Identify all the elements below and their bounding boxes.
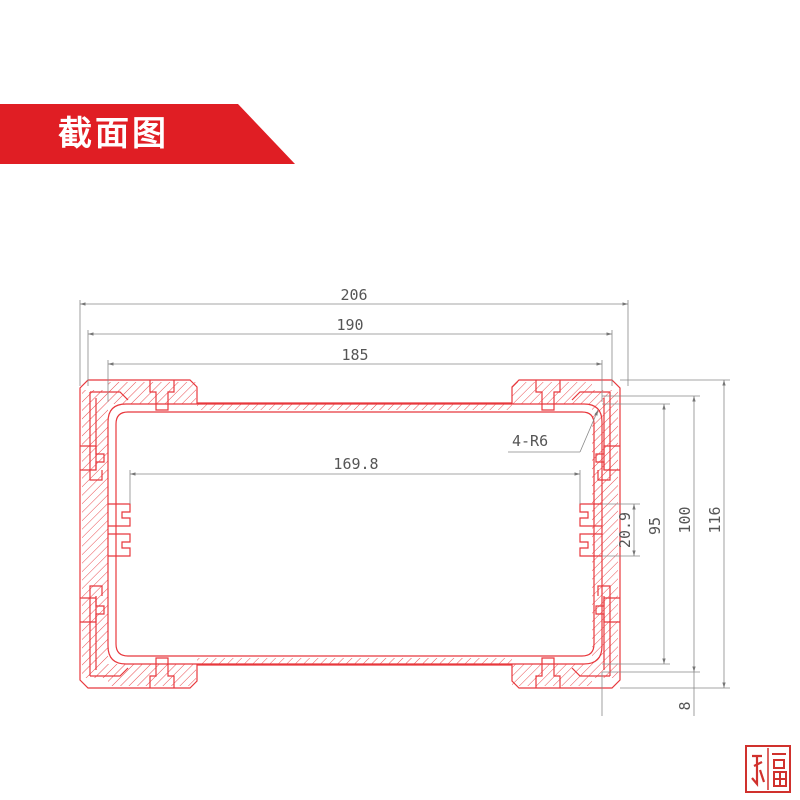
tslot-left-a: [108, 503, 131, 527]
dim-overall-width: 206: [340, 286, 367, 304]
dim-radius-note: 4-R6: [512, 432, 548, 450]
outer-wall: [79, 379, 621, 689]
dimension-lines: [79, 300, 730, 716]
tslot-left-b: [108, 533, 131, 557]
banner-title: 截面图: [58, 114, 169, 154]
section-banner: 截面图: [0, 104, 295, 164]
dim-inner-height: 95: [646, 517, 664, 535]
dim-overall-height: 116: [706, 506, 724, 533]
section-hatching: [82, 382, 618, 686]
dimension-labels: 206 190 185 169.8 4-R6 20.9 95 100 116 8: [333, 286, 724, 711]
banner-shape: [0, 104, 295, 164]
dim-inner-width: 185: [341, 346, 368, 364]
dim-wall-offset: 8: [676, 701, 694, 710]
brand-seal-logo: [744, 744, 792, 794]
dim-slot-span: 169.8: [333, 455, 378, 473]
dim-outer-width: 190: [336, 316, 363, 334]
tslot-right-a: [579, 503, 602, 527]
tslot-right-b: [579, 533, 602, 557]
profile-body: [79, 379, 621, 689]
dim-slot-height: 20.9: [616, 512, 634, 548]
dim-outer-height: 100: [676, 506, 694, 533]
seal-icon: [745, 745, 791, 793]
